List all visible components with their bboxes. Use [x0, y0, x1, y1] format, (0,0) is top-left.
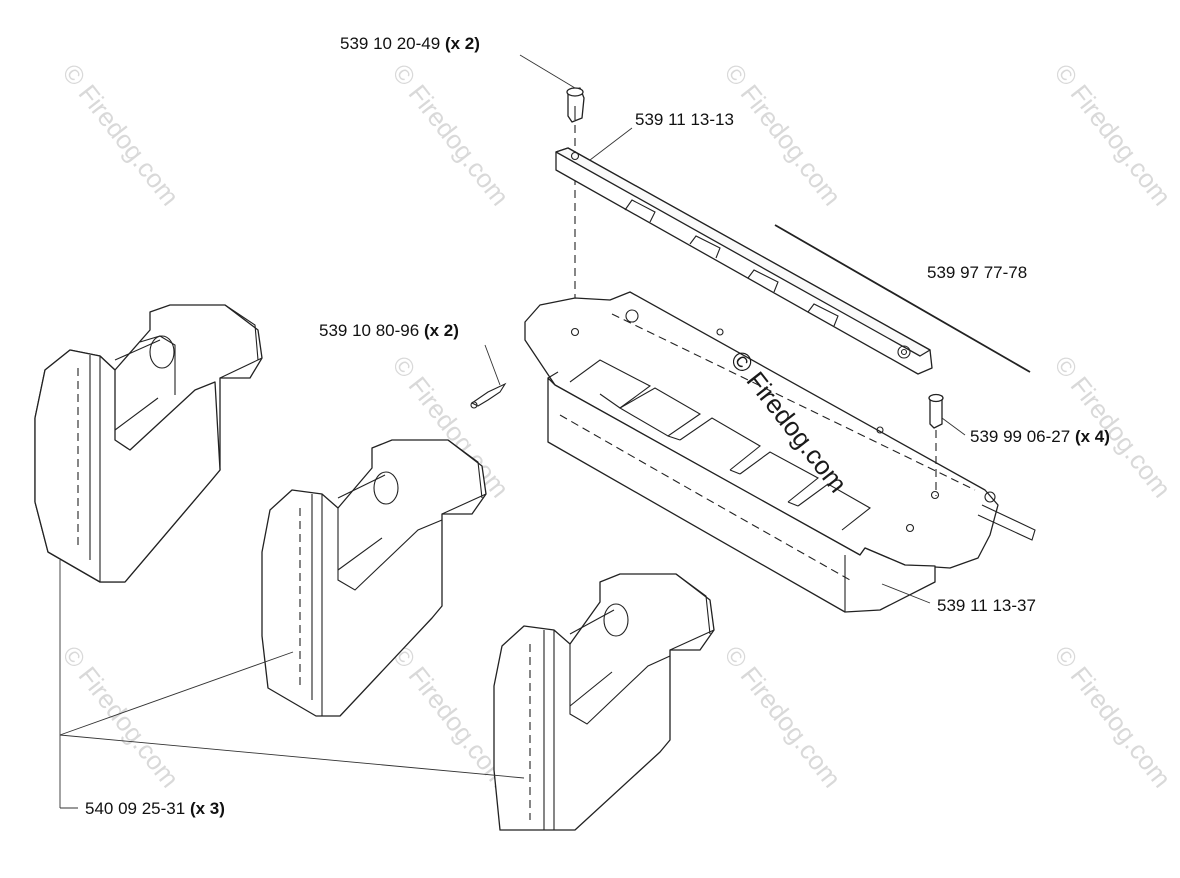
part-label: 540 09 25-31 (x 3)	[85, 799, 225, 819]
part-number: 539 99 06-27	[970, 427, 1071, 446]
part-number: 539 10 20-49	[340, 34, 441, 53]
weight-tray-part	[524, 291, 1036, 613]
hitch-bar-part	[555, 147, 933, 375]
part-quantity: (x 4)	[1074, 427, 1110, 446]
hair-pin-part	[470, 382, 507, 409]
part-label: 539 10 80-96 (x 2)	[319, 321, 459, 341]
part-quantity: (x 2)	[423, 321, 459, 340]
suitcase-weight-part	[34, 304, 263, 583]
part-number: 539 11 13-13	[635, 110, 734, 129]
part-number: 539 97 77-78	[927, 263, 1028, 282]
part-label: 539 11 13-37	[937, 596, 1036, 616]
part-quantity: (x 2)	[444, 34, 480, 53]
bolt-part	[928, 393, 944, 429]
part-number: 540 09 25-31	[85, 799, 186, 818]
suitcase-weight-part	[493, 573, 715, 831]
part-number: 539 11 13-37	[937, 596, 1036, 615]
part-number: 539 10 80-96	[319, 321, 420, 340]
part-label: 539 97 77-78	[927, 263, 1027, 283]
bolt-part	[566, 87, 585, 123]
rod-part	[774, 224, 1031, 373]
part-label: 539 10 20-49 (x 2)	[340, 34, 480, 54]
part-label: 539 11 13-13	[635, 110, 734, 130]
leader-lines	[59, 54, 966, 809]
part-label: 539 99 06-27 (x 4)	[970, 427, 1110, 447]
suitcase-weight-part	[261, 439, 487, 717]
part-quantity: (x 3)	[189, 799, 225, 818]
